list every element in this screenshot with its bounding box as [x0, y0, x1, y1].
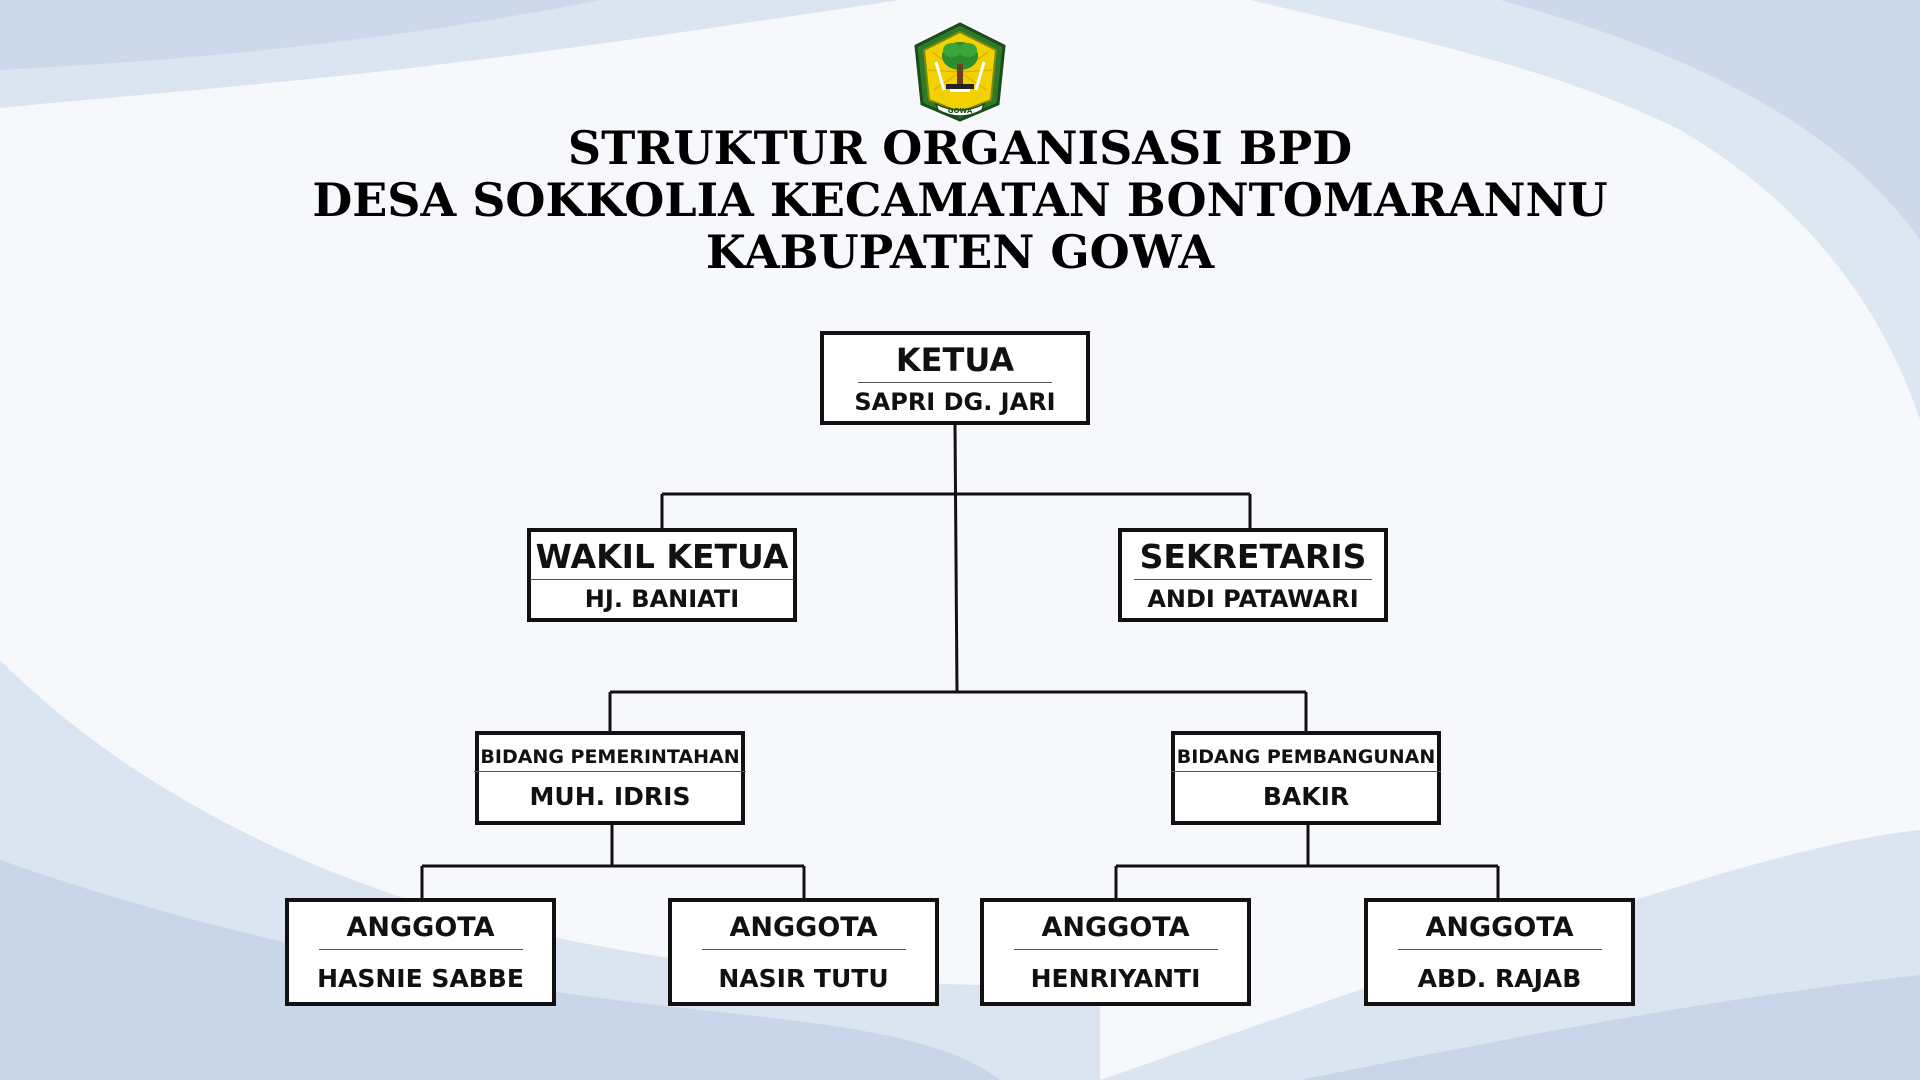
anggota-name-1: HASNIE SABBE	[317, 963, 524, 993]
anggota-role-4: ANGGOTA	[1397, 912, 1602, 950]
logo-text: GOWA	[948, 107, 973, 115]
title-line-2: DESA SOKKOLIA KECAMATAN BONTOMARANNU	[312, 173, 1608, 227]
bidang-pemerintahan-role: BIDANG PEMERINTAHAN	[474, 746, 746, 772]
anggota-name-4: ABD. RAJAB	[1417, 963, 1582, 993]
sekretaris-box: SEKRETARIS ANDI PATAWARI	[1118, 528, 1388, 622]
bidang-pemerintahan-name: MUH. IDRIS	[529, 781, 691, 811]
gowa-regency-emblem-icon: GOWA	[914, 22, 1006, 122]
page-title: STRUKTUR ORGANISASI BPD DESA SOKKOLIA KE…	[0, 122, 1920, 278]
title-line-1: STRUKTUR ORGANISASI BPD	[567, 121, 1353, 175]
anggota-box-2: ANGGOTA NASIR TUTU	[668, 898, 939, 1006]
connector-ketua-trunk	[953, 424, 959, 693]
anggota-role-1: ANGGOTA	[318, 912, 523, 950]
wakil-ketua-box: WAKIL KETUA HJ. BANIATI	[527, 528, 797, 622]
anggota-role-2: ANGGOTA	[701, 912, 906, 950]
anggota-name-2: NASIR TUTU	[718, 963, 889, 993]
wakil-ketua-name: HJ. BANIATI	[584, 585, 740, 613]
anggota-box-4: ANGGOTA ABD. RAJAB	[1364, 898, 1635, 1006]
title-line-3: KABUPATEN GOWA	[705, 225, 1215, 279]
wakil-ketua-role: WAKIL KETUA	[529, 537, 795, 580]
bidang-pemerintahan-box: BIDANG PEMERINTAHAN MUH. IDRIS	[474, 731, 746, 825]
sekretaris-role: SEKRETARIS	[1133, 537, 1373, 580]
ketua-box: KETUA SAPRI DG. JARI	[820, 331, 1090, 425]
bidang-pembangunan-name: BAKIR	[1262, 781, 1350, 811]
anggota-box-1: ANGGOTA HASNIE SABBE	[285, 898, 556, 1006]
ketua-role: KETUA	[857, 341, 1053, 383]
anggota-name-3: HENRIYANTI	[1030, 963, 1201, 993]
anggota-role-3: ANGGOTA	[1013, 912, 1218, 950]
anggota-box-3: ANGGOTA HENRIYANTI	[980, 898, 1251, 1006]
bidang-pembangunan-role: BIDANG PEMBANGUNAN	[1170, 746, 1442, 772]
bidang-pembangunan-box: BIDANG PEMBANGUNAN BAKIR	[1170, 731, 1442, 825]
sekretaris-name: ANDI PATAWARI	[1147, 585, 1359, 613]
ketua-name: SAPRI DG. JARI	[854, 387, 1056, 416]
